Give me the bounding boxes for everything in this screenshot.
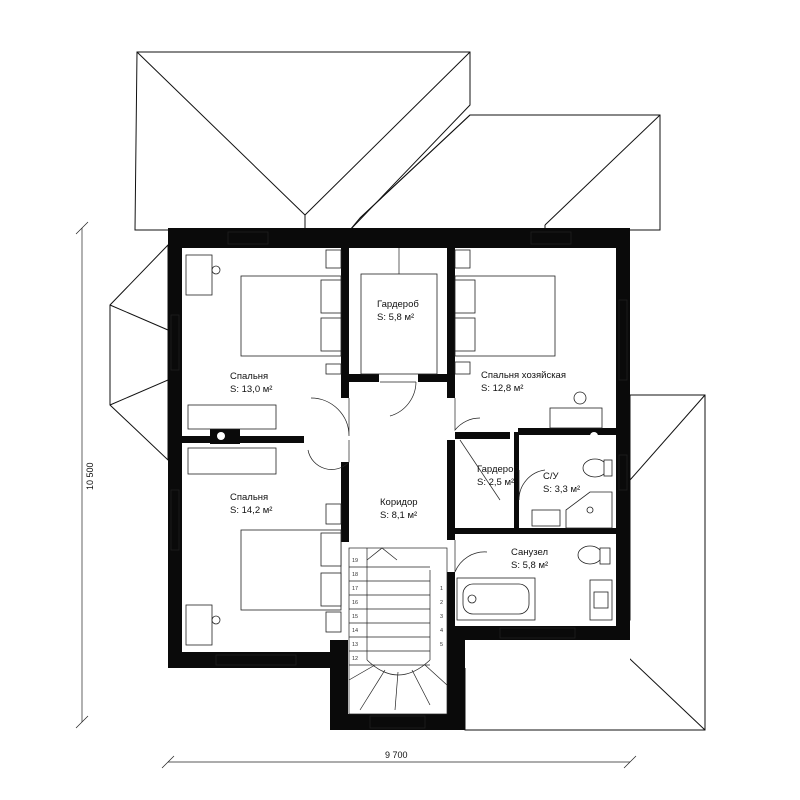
stair-step-number: 14 [352, 628, 358, 634]
room-name: Спальня хозяйская [481, 370, 566, 381]
room-name: С/У [543, 471, 560, 482]
room-label-corridor: Коридор S: 8,1 м² [380, 497, 418, 521]
room-area: S: 2,5 м² [477, 477, 514, 488]
stair-step-number: 12 [352, 656, 358, 662]
desk-bottom-left [185, 604, 221, 646]
room-label-bedroom-2: Спальня S: 14,2 м² [230, 492, 272, 516]
desk-top-right [549, 391, 603, 429]
room-name: Спальня [230, 492, 268, 503]
roof-left-bay [109, 243, 169, 462]
stair-step-number: 13 [352, 642, 358, 648]
room-label-wardrobe-2: Гардероб S: 2,5 м² [477, 464, 519, 488]
room-name: Спальня [230, 371, 268, 382]
windows [170, 231, 628, 729]
room-label-wardrobe-1: Гардероб S: 5,8 м² [377, 299, 419, 323]
room-name: Гардероб [477, 464, 519, 475]
room-area: S: 8,1 м² [380, 510, 417, 521]
doors [307, 381, 546, 573]
bathtub [456, 577, 536, 621]
room-area: S: 5,8 м² [511, 560, 548, 571]
stair-step-number: 5 [440, 642, 443, 648]
room-name: Санузел [511, 547, 548, 558]
dimension-vertical: 10 500 [75, 221, 95, 729]
toilet-su [582, 458, 613, 478]
dimension-height-label: 10 500 [85, 462, 95, 490]
sink-su [531, 509, 561, 527]
stair-step-number: 17 [352, 586, 358, 592]
stair-steps-right: 1 2 3 4 5 [440, 586, 443, 648]
bed-top-left [240, 249, 342, 375]
stair-step-number: 18 [352, 572, 358, 578]
roof-top-right [348, 114, 661, 231]
room-area: S: 5,8 м² [377, 312, 414, 323]
stair-step-number: 19 [352, 558, 358, 564]
room-area: S: 12,8 м² [481, 383, 523, 394]
room-label-bedroom-1: Спальня S: 13,0 м² [230, 371, 272, 395]
toilet-sanuzel [577, 545, 611, 565]
walls [168, 228, 630, 730]
stair-step-number: 15 [352, 614, 358, 620]
dimension-horizontal: 9 700 [161, 750, 637, 769]
room-label-bathroom: Санузел S: 5,8 м² [511, 547, 548, 571]
room-area: S: 14,2 м² [230, 505, 272, 516]
room-area: S: 13,0 м² [230, 384, 272, 395]
stair-steps-left: 19 18 17 16 15 14 13 12 [349, 558, 430, 666]
stair-step-number: 16 [352, 600, 358, 606]
desk-top-left [185, 254, 221, 296]
bed-bottom-left [240, 503, 342, 633]
stair-step-number: 2 [440, 600, 443, 606]
roof-top-left [134, 51, 471, 231]
stair-step-number: 1 [440, 586, 443, 592]
room-name: Гардероб [377, 299, 419, 310]
room-area: S: 3,3 м² [543, 484, 580, 495]
room-name: Коридор [380, 497, 418, 508]
dimension-width-label: 9 700 [385, 750, 408, 760]
bed-top-right [454, 249, 556, 375]
sink-sanuzel [589, 579, 613, 621]
room-label-wc: С/У S: 3,3 м² [543, 471, 580, 495]
stair-step-number: 3 [440, 614, 443, 620]
stair-step-number: 4 [440, 628, 443, 634]
shower-su [565, 491, 613, 529]
wardrobe-box [187, 248, 438, 475]
room-label-master-bedroom: Спальня хозяйская S: 12,8 м² [481, 370, 566, 394]
